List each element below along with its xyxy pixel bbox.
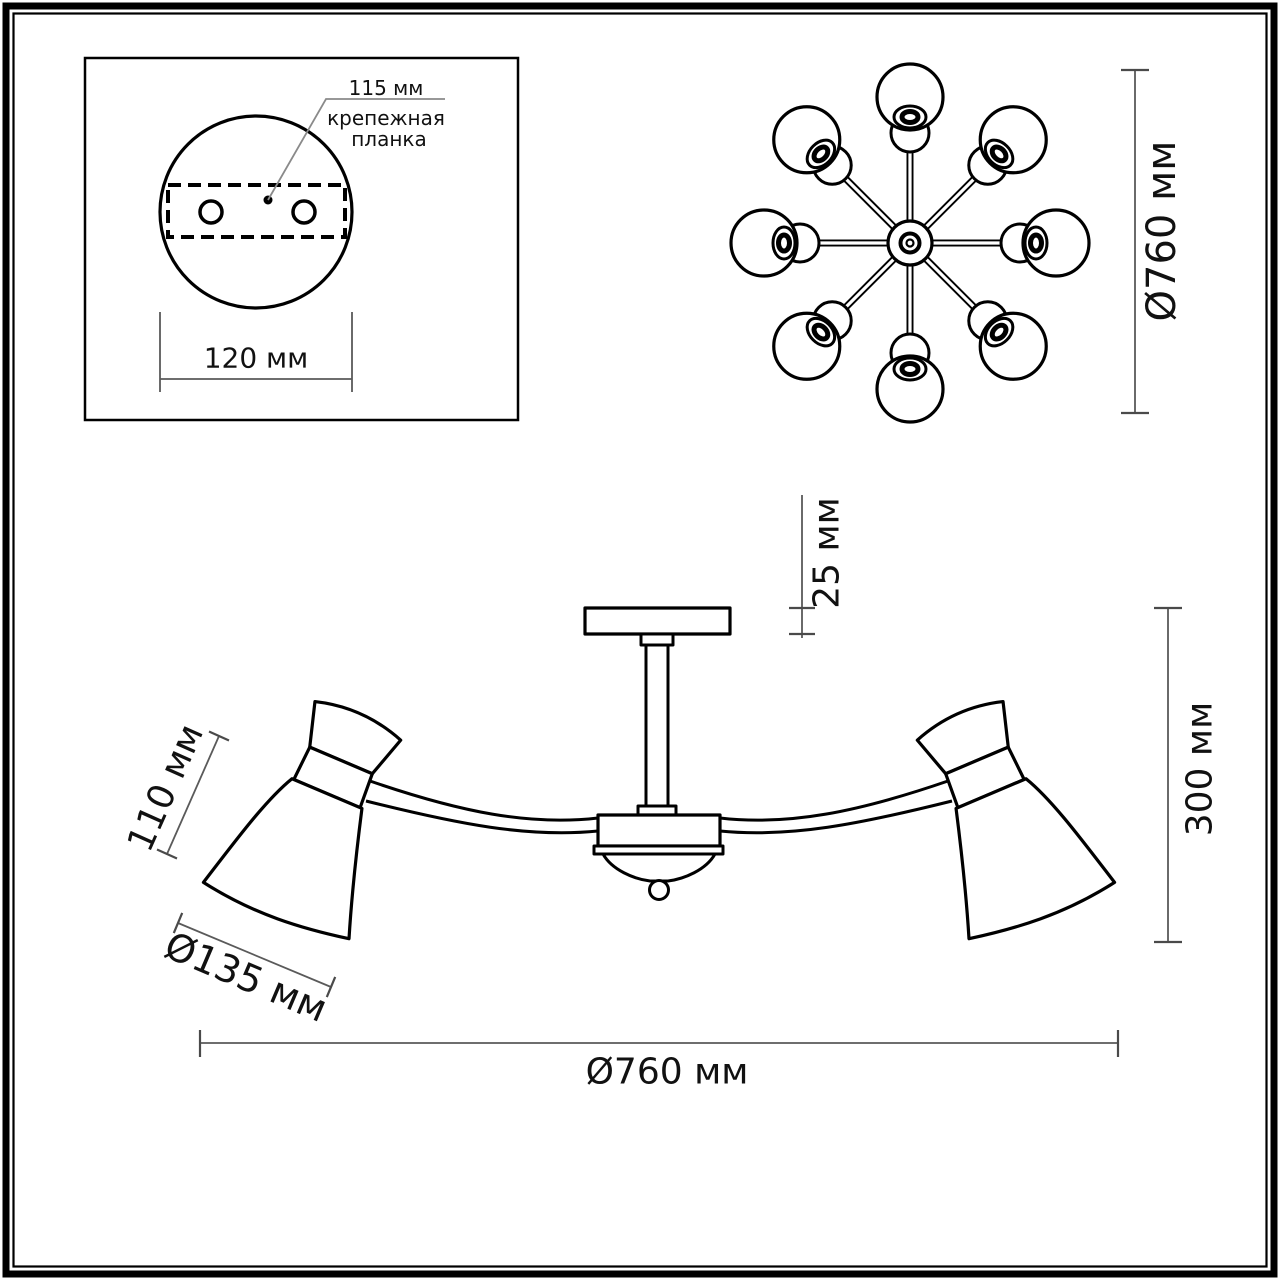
span-dimension: Ø760 мм: [198, 1030, 1120, 1093]
bracket-width-label: 115 мм: [349, 76, 424, 100]
tick-right: [325, 976, 337, 998]
shade-diameter-dimension: Ø135 мм: [158, 912, 337, 1031]
right-shade: [884, 681, 1119, 950]
tick-bottom: [156, 848, 178, 860]
canopy-height-dimension: 25 мм: [789, 495, 848, 638]
canopy-diameter-dimension: 120 мм: [159, 312, 353, 392]
side-arms: [365, 779, 953, 835]
total-height-label: 300 мм: [1180, 702, 1221, 836]
arm-s: [877, 263, 943, 422]
hub-pin: [905, 238, 915, 248]
shade-height-label: 110 мм: [120, 718, 212, 858]
left-shade: [199, 681, 434, 950]
central-body: [596, 813, 722, 848]
top-view-diameter-dimension: Ø760 мм: [1121, 68, 1185, 415]
screw-hole-right: [291, 199, 317, 225]
arm-n: [877, 64, 943, 223]
bracket-caption-line1: крепежная: [327, 106, 445, 130]
top-view: Ø760 мм: [731, 64, 1185, 422]
arm-w: [731, 210, 890, 276]
bottom-bowl: [601, 852, 717, 883]
top-view-diameter-label: Ø760 мм: [1139, 141, 1185, 322]
leader-line: [267, 98, 445, 201]
dimension-line: [166, 735, 220, 855]
dimension-line: [177, 922, 332, 988]
total-height-dimension: 300 мм: [1154, 606, 1221, 944]
tick-left: [172, 912, 184, 934]
arm-e: [930, 210, 1089, 276]
central-hub: [886, 219, 934, 267]
canopy-diameter-label: 120 мм: [204, 342, 309, 375]
canopy-height-label: 25 мм: [807, 497, 848, 609]
screw-hole-left: [198, 199, 224, 225]
stem: [644, 643, 670, 808]
finial-ball: [648, 879, 670, 901]
mounting-bracket-dashed: [166, 183, 347, 239]
right-arm-upper-line: [719, 779, 949, 822]
mounting-plate-inset: 115 мм крепежная планка 120 мм: [83, 56, 520, 422]
left-arm-lower-line: [365, 799, 599, 835]
canopy-circle: [158, 114, 354, 310]
stem-top-collar: [639, 632, 675, 647]
bracket-caption-line2: планка: [351, 127, 427, 151]
tick-top: [208, 730, 230, 742]
inner-frame: [12, 12, 1268, 1268]
span-label: Ø760 мм: [586, 1052, 749, 1093]
side-view: 25 мм 300 мм 110 мм Ø135 мм: [120, 495, 1221, 1093]
shade-height-dimension: 110 мм: [120, 718, 230, 860]
right-arm-lower-line: [719, 799, 953, 835]
left-arm-upper-line: [369, 779, 599, 822]
ceiling-plate: [583, 606, 732, 636]
